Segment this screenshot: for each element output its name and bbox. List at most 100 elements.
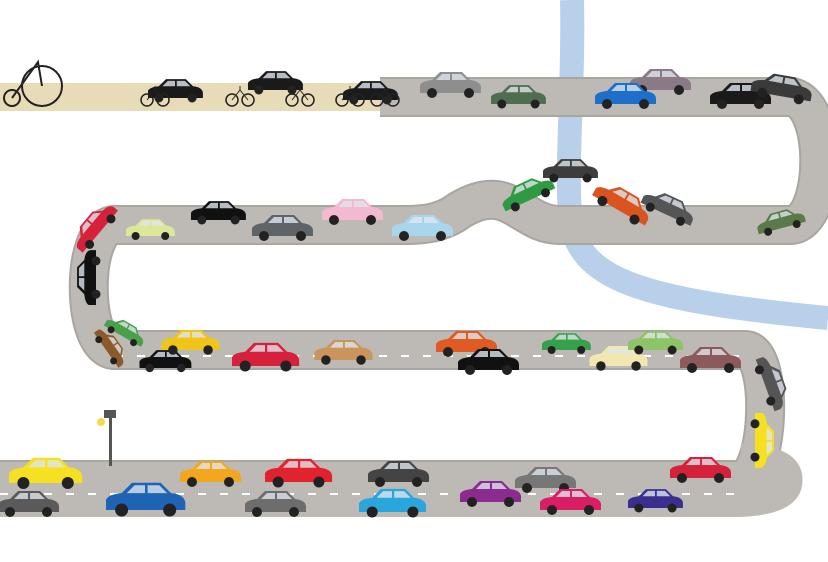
car-body — [589, 346, 648, 366]
props — [3, 59, 400, 466]
car — [93, 329, 124, 368]
car-window — [329, 341, 360, 348]
bicycle — [370, 86, 400, 107]
car-wheel — [203, 345, 213, 355]
car-body — [542, 333, 591, 350]
car-wheel — [289, 507, 299, 517]
car-window — [196, 463, 227, 469]
car-wheel — [497, 99, 507, 109]
car — [640, 193, 693, 226]
car-wheel — [197, 215, 207, 225]
car-wheel — [407, 506, 419, 518]
car-window — [261, 493, 292, 499]
car-wheel — [106, 214, 116, 224]
bicycle-wheel — [351, 93, 365, 107]
car-wheel — [168, 345, 178, 355]
car-wheel — [85, 239, 95, 249]
car-wheel — [540, 188, 550, 198]
car — [392, 215, 453, 241]
car-window — [611, 85, 642, 91]
car-body — [750, 73, 812, 102]
car — [754, 357, 787, 412]
car — [540, 489, 601, 515]
car-window — [28, 460, 66, 468]
car — [420, 72, 481, 98]
car-window — [452, 333, 483, 339]
street-lamp — [97, 410, 116, 466]
car-window — [531, 469, 562, 475]
car-wheel — [502, 365, 512, 375]
car — [359, 488, 427, 518]
bicycle — [225, 86, 255, 107]
car — [161, 330, 220, 355]
car-window — [162, 80, 191, 87]
car — [77, 250, 101, 306]
lamp-pole — [109, 410, 112, 466]
car-window — [82, 212, 101, 235]
car-wheel — [375, 477, 385, 487]
car-window — [505, 86, 534, 93]
car-window — [612, 189, 640, 208]
car-body — [77, 250, 96, 306]
car — [248, 71, 303, 95]
car-wheel — [107, 326, 115, 334]
car-body — [755, 412, 774, 468]
car — [502, 178, 556, 212]
car-wheel — [131, 232, 140, 240]
car-wheel — [645, 202, 655, 212]
car-wheel — [792, 220, 801, 229]
bicycle-wheel — [21, 65, 63, 107]
car-body — [436, 331, 497, 352]
car-body — [515, 467, 576, 488]
car-wheel — [42, 507, 52, 517]
car — [76, 206, 118, 253]
car — [191, 201, 246, 225]
car — [180, 461, 241, 487]
car-wheel — [224, 477, 234, 487]
car-body — [180, 461, 241, 482]
road-wide-section — [0, 443, 803, 517]
car — [245, 491, 306, 517]
car-wheel — [239, 360, 251, 372]
winding-road — [0, 77, 828, 517]
bicycle-wheel — [3, 89, 21, 107]
car-body — [630, 69, 691, 90]
bicycle — [285, 86, 315, 107]
bicycle-frame — [231, 86, 249, 101]
car-window — [14, 493, 45, 499]
car-body — [148, 79, 203, 98]
car-wheel — [356, 355, 366, 365]
car-body — [680, 347, 741, 368]
car-window — [357, 82, 386, 89]
car — [106, 482, 186, 517]
car-wheel — [547, 346, 556, 354]
car-wheel — [95, 336, 103, 344]
car — [139, 350, 192, 373]
car-body — [322, 199, 383, 220]
car-body — [392, 215, 453, 236]
car — [670, 457, 731, 483]
car-wheel — [577, 346, 586, 354]
car-wheel — [602, 99, 612, 109]
car — [458, 349, 519, 375]
car — [750, 73, 812, 105]
car — [750, 412, 774, 468]
car — [8, 457, 83, 489]
car-window — [476, 483, 507, 489]
car-body — [245, 491, 306, 512]
car-body — [248, 71, 303, 90]
car-window — [138, 220, 164, 226]
car-wheel — [677, 473, 687, 483]
car — [628, 489, 683, 513]
bicycle-wheel — [386, 93, 400, 107]
car — [126, 219, 175, 240]
car-wheel — [631, 361, 641, 371]
car-wheel — [321, 355, 331, 365]
car-body — [491, 85, 546, 104]
car-wheel — [161, 232, 170, 240]
road-edge — [0, 77, 828, 500]
car-wheel — [793, 94, 804, 105]
bicycle — [335, 86, 365, 107]
car-window — [249, 345, 284, 352]
